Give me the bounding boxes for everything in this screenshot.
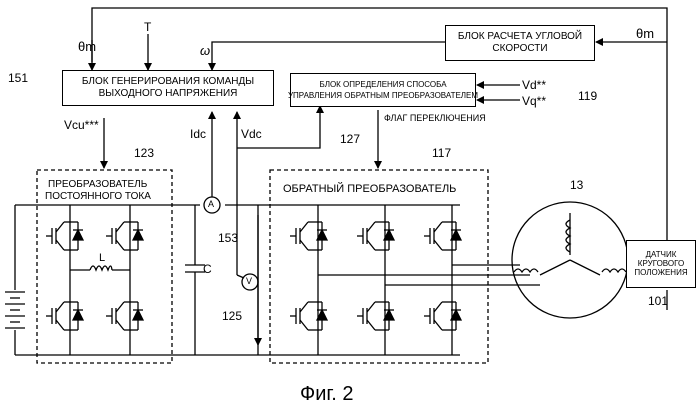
- omega-label: ω: [200, 44, 210, 57]
- vd-label: Vd**: [522, 79, 546, 91]
- switch-flag-label: ФЛАГ ПЕРЕКЛЮЧЕНИЯ: [384, 114, 486, 123]
- ref-125: 125: [222, 310, 242, 322]
- ref-119: 119: [578, 90, 597, 102]
- ref-123: 123: [134, 147, 154, 159]
- position-sensor-block: ДАТЧИК КРУГОВОГО ПОЛОЖЕНИЯ: [626, 240, 696, 288]
- ref-151: 151: [8, 72, 28, 84]
- sensor-line2: КРУГОВОГО: [638, 260, 684, 268]
- control-method-line1: БЛОК ОПРЕДЕЛЕНИЯ СПОСОБА: [319, 81, 446, 89]
- ref-153: 153: [218, 232, 238, 244]
- figure-caption: Фиг. 2: [300, 384, 353, 404]
- voltage-command-line1: БЛОК ГЕНЕРИРОВАНИЯ КОМАНДЫ: [82, 77, 254, 87]
- vq-label: Vq**: [522, 95, 546, 107]
- inverter-frame: [270, 170, 488, 363]
- theta-m-right-label: θm: [636, 27, 654, 40]
- angular-speed-line2: СКОРОСТИ: [492, 44, 547, 54]
- ref-117: 117: [432, 147, 451, 159]
- inductor-label: L: [99, 253, 105, 264]
- voltage-command-line2: ВЫХОДНОГО НАПРЯЖЕНИЯ: [99, 89, 238, 99]
- dc-converter-title-line2: ПОСТОЯННОГО ТОКА: [45, 192, 151, 202]
- control-method-block: БЛОК ОПРЕДЕЛЕНИЯ СПОСОБА УПРАВЛЕНИЯ ОБРА…: [290, 73, 476, 107]
- ref-101: 101: [648, 295, 668, 307]
- angular-speed-line1: БЛОК РАСЧЕТА УГЛОВОЙ: [458, 32, 582, 42]
- angular-speed-block: БЛОК РАСЧЕТА УГЛОВОЙ СКОРОСТИ: [445, 25, 595, 61]
- ref-13: 13: [570, 179, 583, 191]
- idc-label: Idc: [190, 128, 206, 140]
- capacitor-label: C: [203, 263, 212, 275]
- vdc-label: Vdc: [241, 128, 262, 140]
- vcu-label: Vcu***: [64, 119, 99, 131]
- control-method-line2: УПРАВЛЕНИЯ ОБРАТНЫМ ПРЕОБРАЗОВАТЕЛЕМ: [288, 92, 478, 100]
- voltage-command-block: БЛОК ГЕНЕРИРОВАНИЯ КОМАНДЫ ВЫХОДНОГО НАП…: [62, 70, 274, 106]
- ammeter-label: A: [208, 200, 214, 209]
- sensor-line3: ПОЛОЖЕНИЯ: [634, 269, 687, 277]
- voltmeter-label: V: [246, 277, 252, 286]
- ref-127: 127: [340, 133, 360, 145]
- torque-label: T: [144, 21, 151, 33]
- inverter-title: ОБРАТНЫЙ ПРЕОБРАЗОВАТЕЛЬ: [283, 184, 456, 195]
- theta-m-left-label: θm: [78, 40, 96, 53]
- dc-converter-title-line1: ПРЕОБРАЗОВАТЕЛЬ: [48, 180, 147, 190]
- sensor-line1: ДАТЧИК: [646, 251, 677, 259]
